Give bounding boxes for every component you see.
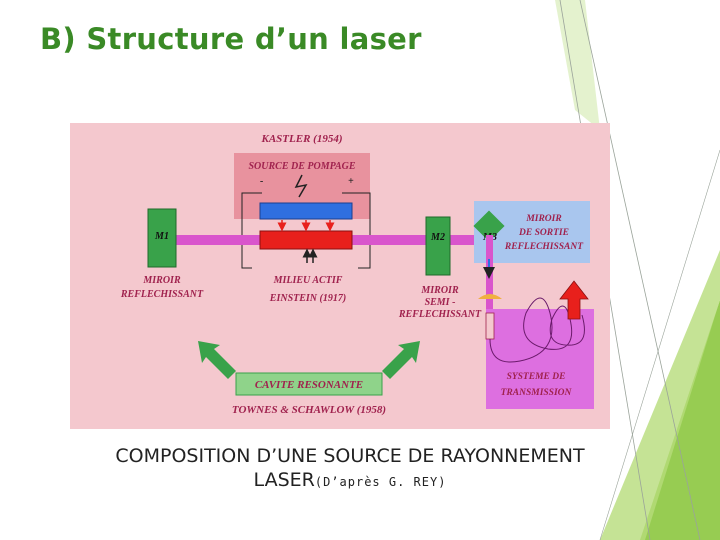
lens [478,294,502,299]
caption-line-2: LASER(D’après G. REY) [70,468,630,494]
kastler-label: KASTLER (1954) [261,133,343,145]
miroir-semi-label-3: REFLECHISSANT [398,309,482,320]
caption-source: (D’après G. REY) [314,475,447,489]
caption-laser: LASER [253,469,315,491]
miroir-left-label: MIROIR [142,275,181,286]
deco-top-shape [555,0,600,130]
output-beam [486,235,493,321]
pump-frame-left [241,192,262,269]
caption-line-1: COMPOSITION D’UNE SOURCE DE RAYONNEMENT [115,445,585,467]
m1-label: M1 [154,231,169,242]
milieu-actif-label: MILIEU ACTIF [273,275,343,286]
systeme-label-1: SYSTEME DE [507,372,566,382]
m2-label: M2 [430,232,445,243]
mirror-m3 [473,210,505,242]
transmission-box [486,309,594,409]
miroir-semi-label-2: SEMI - [425,297,456,308]
mirror-m1 [147,208,177,268]
active-medium-slab [259,230,353,250]
transmission-arrow [559,280,589,320]
miroir-sortie-label-1: MIROIR [525,214,561,224]
fiber-connector [485,312,495,340]
reflechissant-left-label: REFLECHISSANT [120,289,204,300]
miroir-sortie-label-3: REFLECHISSANT [504,242,584,252]
deco-green-triangle [640,300,720,540]
miroir-sortie-label-2: DE SORTIE [518,228,569,238]
source-pompage-label: SOURCE DE POMPAGE [248,161,355,172]
mirror-m2 [425,216,451,276]
blue-slab [259,202,353,220]
systeme-label-2: TRANSMISSION [501,388,573,398]
townes-label: TOWNES & SCHAWLOW (1958) [232,404,386,416]
pump-frame-right [342,192,371,269]
lightning-icon [294,174,308,198]
laser-diagram: KASTLER (1954) SOURCE DE POMPAGE - + MIL… [70,123,610,429]
miroir-semi-label-1: MIROIR [420,285,459,296]
figure-caption: COMPOSITION D’UNE SOURCE DE RAYONNEMENT … [70,444,630,494]
plus-sign: + [348,176,354,187]
cavity-arrow-left [198,341,236,379]
slide-title: B) Structure d’un laser [40,22,422,56]
einstein-label: EINSTEIN (1917) [269,293,346,304]
deco-light-triangle [600,250,720,540]
cavity-arrow-right [382,341,420,379]
cavity-box [235,372,383,396]
fiber-coil [489,297,585,363]
cavite-label: CAVITE RESONANTE [255,379,363,391]
minus-sign: - [260,176,263,187]
